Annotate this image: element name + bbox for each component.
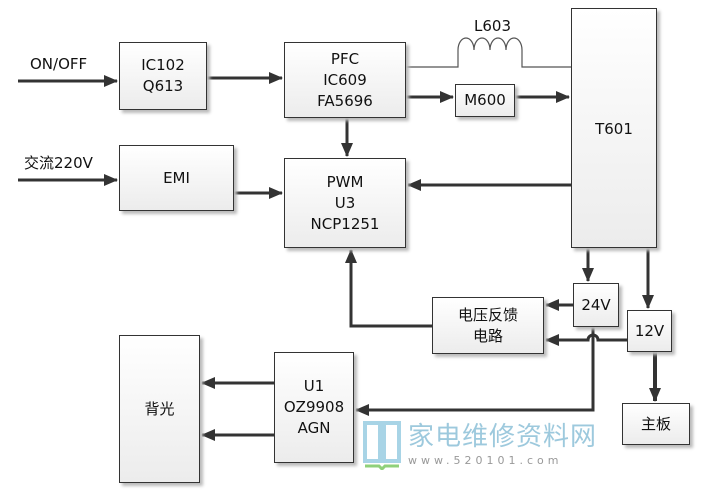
12v-feedback-arrow xyxy=(545,333,627,346)
mainboard-label: 主板 xyxy=(640,414,671,433)
u1-line2: OZ9908 xyxy=(283,398,345,416)
ac-input-label: 交流220V xyxy=(24,154,93,172)
12v-label: 12V xyxy=(634,321,665,340)
watermark-name: 家电维修资料网 xyxy=(408,422,598,452)
u1-line3: AGN xyxy=(297,419,331,437)
backlight-label: 背光 xyxy=(144,399,175,418)
pwm-line2: U3 xyxy=(334,193,356,212)
mainboard-block: 主板 xyxy=(622,403,690,445)
12v-block: 12V xyxy=(627,310,672,352)
ic102-line2: Q613 xyxy=(142,77,184,95)
emi-label: EMI xyxy=(163,168,190,187)
t601-block: T601 xyxy=(571,8,657,248)
watermark-logo: 家电维修资料网 www.520101.com xyxy=(362,420,617,470)
onoff-label: ON/OFF xyxy=(30,55,88,73)
book-icon xyxy=(363,421,401,470)
t601-label: T601 xyxy=(595,120,633,138)
inductor-l603-symbol xyxy=(406,37,571,68)
pfc-line2: IC609 xyxy=(323,70,367,89)
pwm-line3: NCP1251 xyxy=(310,214,380,233)
feedback-line2: 电路 xyxy=(472,326,503,345)
u1-line1: U1 xyxy=(303,377,325,395)
24v-label: 24V xyxy=(581,295,611,314)
pwm-line1: PWM xyxy=(326,172,364,191)
ic102-line1: IC102 xyxy=(141,56,185,74)
pfc-line1: PFC xyxy=(330,49,360,68)
m600-block: M600 xyxy=(455,84,515,117)
feedback-pwm-arrow xyxy=(345,249,432,328)
backlight-block: 背光 xyxy=(119,335,200,483)
l603-label: L603 xyxy=(474,17,511,35)
emi-block: EMI xyxy=(119,145,234,211)
24v-block: 24V xyxy=(573,283,619,327)
voltage-feedback-block: 电压反馈电路 xyxy=(432,297,544,354)
pfc-line3: FA5696 xyxy=(317,91,373,110)
24v-u1-arrow xyxy=(355,327,595,416)
m600-label: M600 xyxy=(464,91,506,109)
watermark-url: www.520101.com xyxy=(408,454,563,467)
feedback-line1: 电压反馈 xyxy=(457,305,518,324)
